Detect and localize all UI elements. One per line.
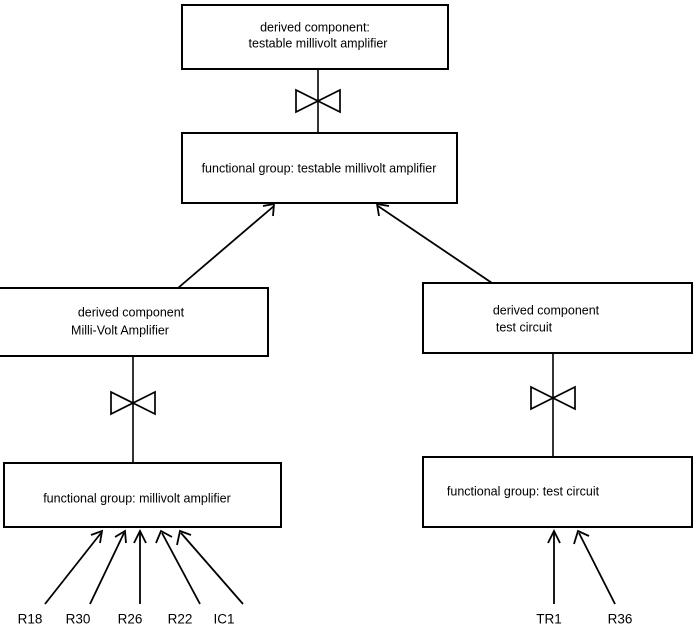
arrow-r18 (44, 529, 104, 605)
arrow-tr1 (547, 528, 561, 604)
box-label-line2: test circuit (496, 320, 553, 334)
arrow-test-circuit-to-testable (375, 202, 493, 284)
leaf-label-r18: R18 (18, 612, 43, 627)
box-label-line2: testable millivolt amplifier (249, 36, 388, 50)
bowtie-icon (110, 390, 156, 416)
box-border (0, 287, 269, 357)
arrow-ic1 (176, 529, 244, 605)
bowtie-icon (530, 385, 576, 411)
box-border (422, 282, 693, 354)
arrow-mva-to-testable (177, 202, 275, 289)
connector-derived-to-functional-top (295, 69, 341, 133)
box-label-line1: functional group: test circuit (447, 484, 600, 498)
arrow-r30 (89, 529, 127, 605)
box-derived-milli-volt-amplifier[interactable]: derived component Milli-Volt Amplifier (0, 287, 269, 357)
box-label-line1: derived component (493, 303, 600, 317)
connector-derived-to-functional-right (530, 353, 576, 457)
box-derived-testable-millivolt-amplifier[interactable]: derived component: testable millivolt am… (181, 4, 449, 70)
box-fg-test-circuit[interactable]: functional group: test circuit (422, 456, 693, 528)
box-label-line1: functional group: testable millivolt amp… (202, 161, 437, 175)
box-fg-millivolt-amplifier[interactable]: functional group: millivolt amplifier (3, 462, 282, 528)
leaf-label-r36: R36 (608, 612, 633, 627)
box-label-line1: derived component (78, 305, 185, 319)
box-label-line2: Milli-Volt Amplifier (71, 323, 169, 337)
box-derived-test-circuit[interactable]: derived component test circuit (422, 282, 693, 354)
box-label-line1: functional group: millivolt amplifier (43, 491, 231, 505)
arrow-r22 (155, 529, 201, 605)
box-fg-testable-millivolt-amplifier[interactable]: functional group: testable millivolt amp… (181, 132, 458, 204)
leaf-label-r22: R22 (168, 612, 193, 627)
connector-derived-to-functional-left (110, 356, 156, 463)
bowtie-icon (295, 88, 341, 114)
box-border (3, 462, 282, 528)
box-border (181, 4, 449, 70)
leaf-label-r30: R30 (66, 612, 91, 627)
box-border (422, 456, 693, 528)
leaf-label-ic1: IC1 (213, 612, 234, 627)
leaf-label-tr1: TR1 (536, 612, 562, 627)
leaf-label-r26: R26 (118, 612, 143, 627)
arrow-r26 (133, 528, 147, 604)
box-label-line1: derived component: (260, 20, 370, 34)
arrow-r36 (573, 529, 616, 605)
box-border (181, 132, 458, 204)
